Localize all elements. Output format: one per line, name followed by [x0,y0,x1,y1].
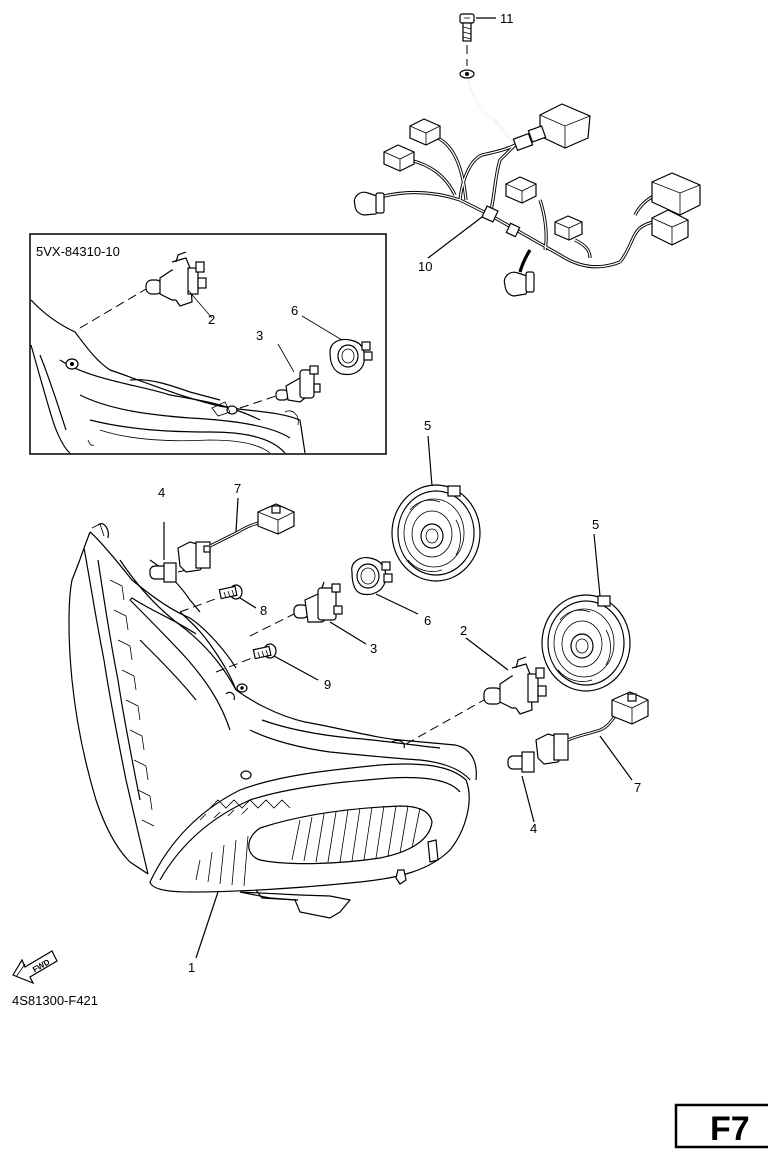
screw-8 [179,584,257,613]
page-tab-label: F7 [710,1110,750,1148]
harness-socket-left [353,191,385,216]
lens-hatching [195,805,421,887]
fwd-arrow-icon: FWD [12,950,58,985]
callout-10: 10 [418,259,432,274]
callout-6: 6 [424,613,431,628]
callout-4-right: 4 [530,821,537,836]
callout-11: 11 [500,11,514,26]
figure-code: 4S81300-F421 [12,993,98,1008]
headlight-assembly [68,523,477,959]
harness-socket-right [503,271,535,297]
callout-3: 3 [370,641,377,656]
lead-7-right [535,691,649,781]
lead-7-left [177,497,295,573]
harness-connector-right [651,172,701,246]
bulb-4-left [149,522,197,583]
dust-cover-5-right [541,533,631,692]
callout-5-right: 5 [592,517,599,532]
callout-5-left: 5 [424,418,431,433]
inset-headlight-housing [30,299,306,454]
callout-4-left: 4 [158,485,165,500]
callout-7-left: 7 [234,481,241,496]
callout-2: 2 [460,623,467,638]
callout-1: 1 [188,960,195,975]
harness-connector-top [512,103,591,152]
callout-8: 8 [260,603,267,618]
bulb-3 [249,581,367,645]
callout-2-inset: 2 [208,312,215,327]
housing-teeth [109,579,155,827]
callout-7-right: 7 [634,780,641,795]
callout-3-inset: 3 [256,328,263,343]
inset-socket-6 [301,315,373,376]
callout-labels: 11 10 2 3 6 5 4 7 5 8 6 2 3 9 7 4 1 [158,11,641,975]
bulb-4-right [507,751,535,823]
callout-6-inset: 6 [291,303,298,318]
screw-9 [215,643,319,681]
inset-bulb-3 [275,343,321,403]
wire-harness [353,13,701,297]
harness-small-connectors [383,118,583,241]
callout-9: 9 [324,677,331,692]
inset-box [29,233,387,455]
inset-bulb-2 [145,251,213,319]
bolt-11 [459,13,496,79]
socket-6 [351,557,419,615]
dust-cover-5-left [391,435,481,582]
bulb-2 [405,637,547,745]
inset-part-number: 5VX-84310-10 [36,244,120,259]
page-tab: F7 [674,1103,768,1149]
